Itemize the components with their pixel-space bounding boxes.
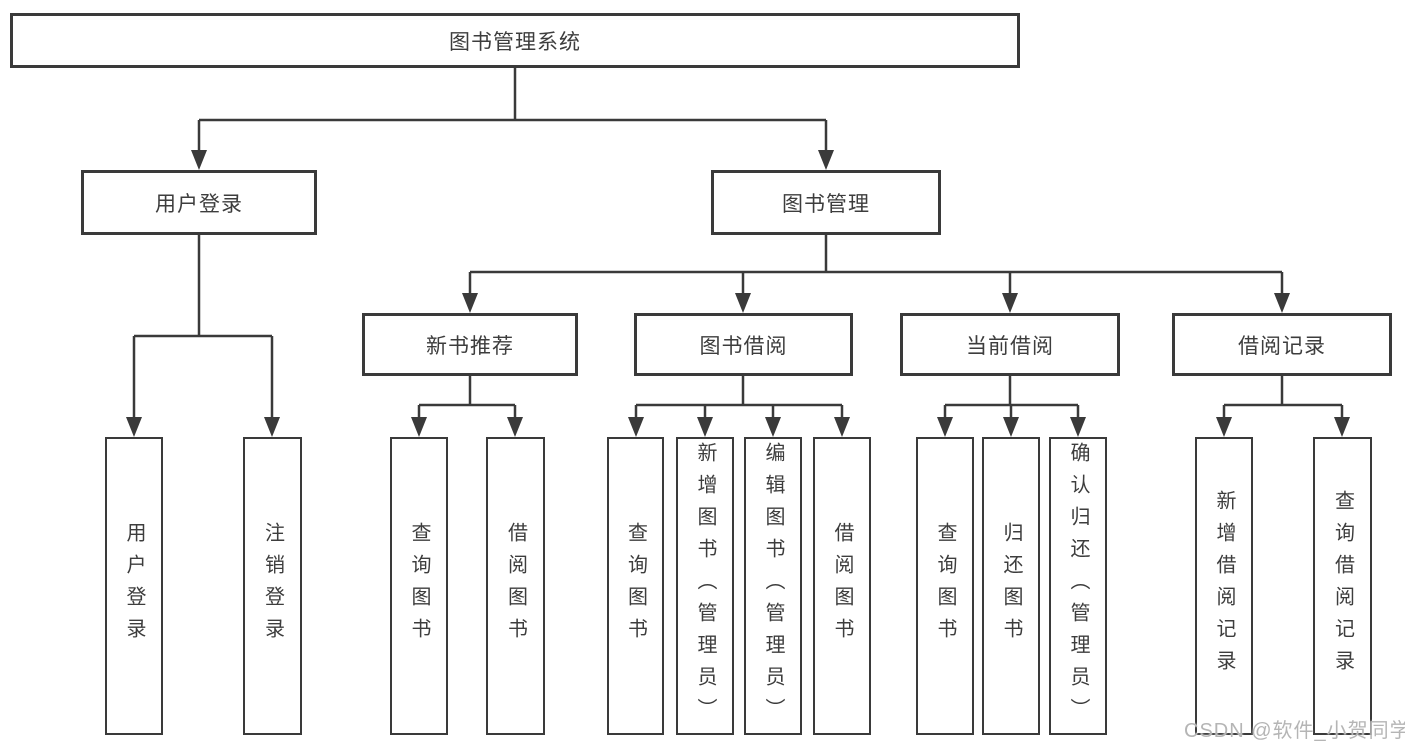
leaf-return-books: 归还图书	[982, 437, 1040, 735]
leaf-query-books-recommend: 查询图书	[390, 437, 448, 735]
leaf-query-books-recommend-label: 查询图书	[408, 522, 430, 650]
leaf-add-borrow-record: 新增借阅记录	[1195, 437, 1253, 735]
leaf-borrow-books-recommend-label: 借阅图书	[504, 522, 527, 650]
leaf-borrow-books: 借阅图书	[813, 437, 871, 735]
leaf-add-books-admin: 新增图书（管理员）	[676, 437, 734, 735]
leaf-query-books-borrow-label: 查询图书	[624, 522, 647, 650]
node-new-book-recommend-label: 新书推荐	[426, 334, 514, 358]
leaf-add-books-admin-label: 新增图书（管理员）	[694, 442, 716, 730]
leaf-logout: 注销登录	[243, 437, 302, 735]
node-book-management: 图书管理	[711, 170, 941, 235]
node-book-borrow: 图书借阅	[634, 313, 853, 376]
leaf-logout-label: 注销登录	[261, 522, 284, 650]
leaf-query-books-borrow: 查询图书	[607, 437, 664, 735]
node-user-login-label: 用户登录	[155, 192, 243, 216]
node-current-borrow: 当前借阅	[900, 313, 1120, 376]
leaf-user-login-label: 用户登录	[123, 522, 145, 650]
leaf-user-login: 用户登录	[105, 437, 163, 735]
leaf-query-books-current-label: 查询图书	[934, 522, 956, 650]
leaf-borrow-books-label: 借阅图书	[831, 522, 853, 650]
node-borrow-records-label: 借阅记录	[1238, 334, 1326, 358]
leaf-query-borrow-record: 查询借阅记录	[1313, 437, 1372, 735]
leaf-query-books-current: 查询图书	[916, 437, 974, 735]
watermark: CSDN @软件_小贺同学	[1184, 720, 1405, 742]
node-library-system-label: 图书管理系统	[449, 30, 581, 54]
node-book-borrow-label: 图书借阅	[699, 334, 788, 358]
leaf-confirm-return-admin: 确认归还（管理员）	[1049, 437, 1107, 735]
leaf-return-books-label: 归还图书	[1000, 522, 1022, 650]
node-library-system: 图书管理系统	[10, 13, 1020, 68]
node-new-book-recommend: 新书推荐	[362, 313, 578, 376]
leaf-query-borrow-record-label: 查询借阅记录	[1331, 490, 1354, 682]
node-current-borrow-label: 当前借阅	[966, 334, 1054, 358]
node-book-management-label: 图书管理	[782, 192, 870, 216]
leaf-edit-books-admin: 编辑图书（管理员）	[744, 437, 802, 735]
node-borrow-records: 借阅记录	[1172, 313, 1392, 376]
leaf-confirm-return-admin-label: 确认归还（管理员）	[1067, 442, 1089, 730]
leaf-add-borrow-record-label: 新增借阅记录	[1213, 490, 1235, 682]
node-user-login: 用户登录	[81, 170, 317, 235]
leaf-borrow-books-recommend: 借阅图书	[486, 437, 545, 735]
leaf-edit-books-admin-label: 编辑图书（管理员）	[762, 442, 784, 730]
